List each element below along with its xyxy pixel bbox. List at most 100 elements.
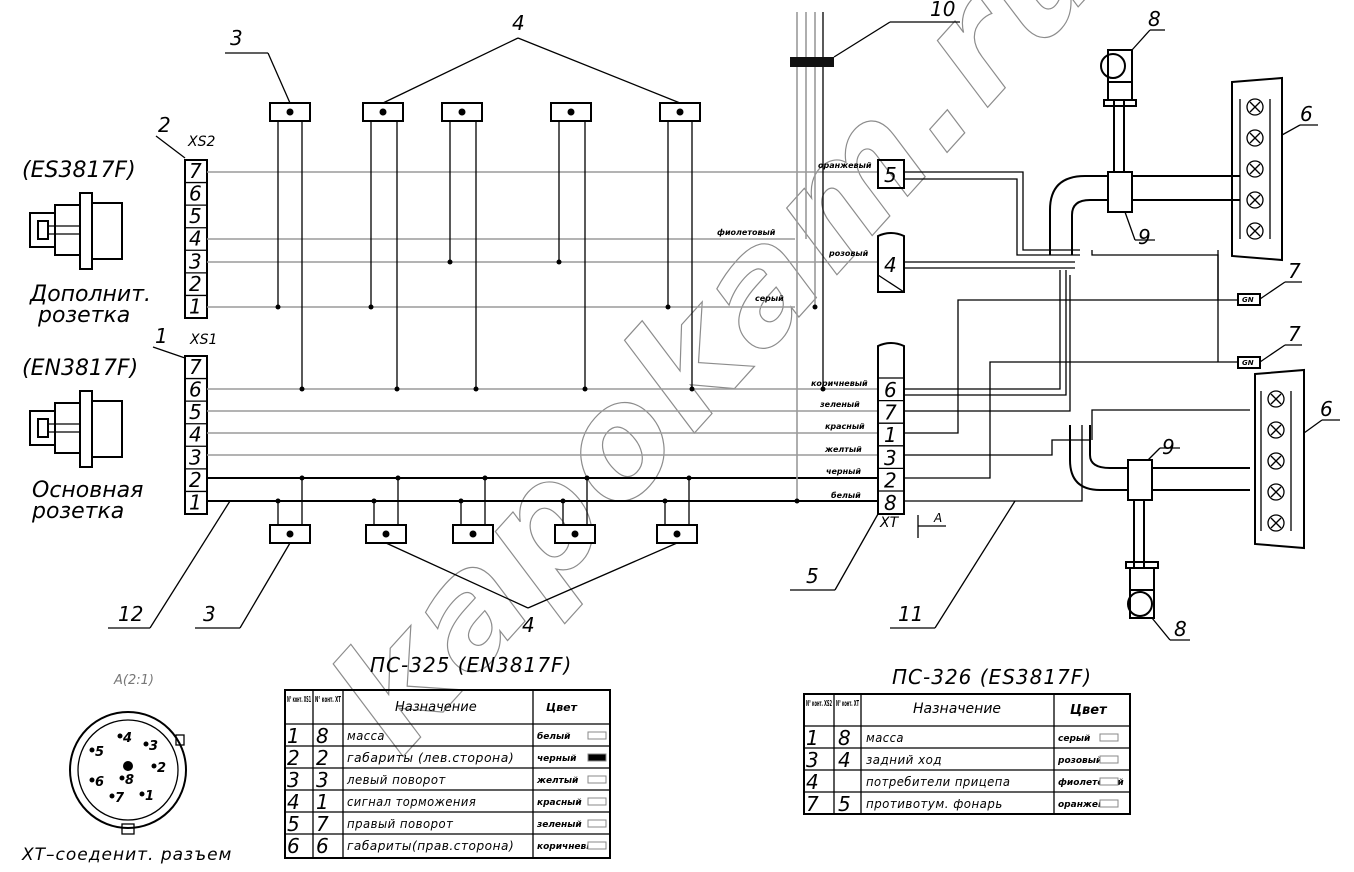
- table-cell: 4: [806, 770, 819, 794]
- table-ps325: ПС-325 (EN3817F) N° конт. XS1 N° конт. X…: [284, 653, 611, 859]
- table-cell: 3: [806, 748, 819, 772]
- sleeve-callout: 10: [930, 0, 955, 21]
- xs1-pin: 4: [189, 423, 202, 447]
- wires-upper: [207, 171, 878, 308]
- table-cell: 3: [287, 768, 300, 792]
- rear-light-bottom: 6: [1254, 368, 1340, 550]
- table-cell: 7: [806, 792, 819, 816]
- detail-pin: 6: [95, 775, 104, 790]
- table-cell-color: коричневый: [537, 842, 601, 852]
- table-cell-purpose: противотум. фонарь: [866, 797, 1003, 811]
- additional-socket-code: (ES3817F): [22, 158, 136, 183]
- color-swatch: [1099, 733, 1119, 742]
- wire-label-violet: фиолетовый: [717, 228, 776, 237]
- xs2-pin: 7: [189, 159, 202, 183]
- color-swatch: [1099, 799, 1119, 808]
- table-cell-color: зеленый: [536, 820, 582, 830]
- color-swatch: [1099, 777, 1119, 786]
- color-swatch: [587, 819, 607, 828]
- detail-caption: XT–соеденит. разъем: [21, 845, 232, 865]
- xs2-pin: 6: [189, 182, 202, 206]
- table-cell-purpose: правый поворот: [347, 817, 454, 831]
- table-cell: 2: [316, 746, 329, 770]
- table-ps325-h2: N° конт. XT: [315, 695, 341, 704]
- light-top-callout: 6: [1300, 102, 1313, 126]
- wire-label-yellow: желтый: [824, 445, 862, 454]
- xt-pin: 3: [884, 446, 897, 470]
- table-cell: 1: [287, 724, 300, 748]
- grommet-top-callout: 9: [1138, 225, 1151, 249]
- xs2-callout: 2: [158, 113, 171, 137]
- table-cell-purpose: задний ход: [866, 753, 942, 767]
- table-ps325-h1: N° конт. XS1: [287, 695, 311, 704]
- table-cell: 7: [316, 812, 329, 836]
- table-cell-color: белый: [537, 731, 571, 742]
- table-cell-purpose: сигнал торможения: [347, 795, 476, 809]
- xs1-pin: 5: [189, 400, 202, 424]
- table-cell-color: черный: [537, 754, 577, 764]
- detail-pin: 4: [122, 731, 132, 746]
- trunk-callout: 12: [118, 602, 143, 626]
- wire-label-gray: серый: [755, 294, 784, 303]
- lamp-bulb: [1246, 222, 1264, 240]
- xt-pin: 5: [884, 163, 897, 187]
- xt-label: XT: [879, 515, 900, 531]
- table-ps325-h4: Цвет: [546, 701, 578, 714]
- xt-pin: 4: [884, 253, 897, 277]
- harness-callout: 11: [898, 602, 923, 626]
- wire-label-brown: коричневый: [811, 379, 868, 388]
- detail-pin: 5: [95, 745, 104, 760]
- main-socket-code: (EN3817F): [22, 356, 138, 381]
- right-harness: 9 9: [904, 171, 1250, 502]
- wire-label-orange: оранжевый: [818, 161, 872, 170]
- rear-light-top: 6: [1231, 76, 1318, 262]
- xt-pin: 6: [884, 378, 897, 402]
- color-swatch: [587, 731, 607, 740]
- xs1-pin: 7: [189, 355, 202, 379]
- wires-lower: [207, 388, 878, 502]
- xt-pin: 7: [884, 401, 897, 425]
- wire-label-pink: розовый: [828, 249, 869, 258]
- bottom-clamps: 3 4 12: [108, 475, 698, 637]
- table-cell: 4: [838, 748, 851, 772]
- detail-pin: 3: [149, 739, 158, 754]
- table-cell: 1: [806, 726, 819, 750]
- xs2-pin: 4: [189, 227, 202, 251]
- table-cell-color: оранжевый: [1058, 800, 1119, 810]
- xs1-pin: 6: [189, 378, 202, 402]
- xs2-pin: 2: [189, 272, 202, 296]
- table-cell: 8: [316, 724, 329, 748]
- table-cell-color: фиолетовый: [1058, 778, 1124, 788]
- table-cell: 1: [316, 790, 329, 814]
- detail-pin: 2: [157, 761, 166, 776]
- xs1-pin: 1: [189, 490, 202, 514]
- table-ps325-title: ПС-325 (EN3817F): [370, 653, 572, 677]
- detail-pin: 7: [115, 791, 125, 806]
- color-swatch: [587, 797, 607, 806]
- sensor-2-callout: 7: [1288, 322, 1301, 346]
- light-bottom-callout: 6: [1320, 397, 1333, 421]
- lamp-bulb: [1246, 129, 1264, 147]
- top-clamps: 3 4: [225, 11, 701, 392]
- table-cell: 3: [316, 768, 329, 792]
- xs1-ref: XS1: [189, 332, 217, 348]
- table-ps326: ПС-326 (ES3817F) N° конт. XS2 N° конт. X…: [803, 665, 1131, 816]
- wire-label-white: белый: [831, 490, 861, 500]
- table-ps326-h4: Цвет: [1070, 703, 1108, 718]
- xt-pin: 1: [884, 423, 897, 447]
- xs1-callout: 1: [155, 324, 168, 348]
- reverse-lamp-bottom: 8: [1125, 500, 1190, 641]
- detail-pin: 8: [125, 773, 134, 788]
- lamp-top-callout: 8: [1148, 7, 1161, 31]
- xs2-ref: XS2: [187, 134, 215, 150]
- detail-pin: 1: [145, 789, 154, 804]
- table-cell-color: красный: [537, 798, 582, 808]
- wire-label-red: красный: [825, 422, 865, 431]
- xs2-pin: 5: [189, 204, 202, 228]
- xs2-pin: 3: [189, 249, 202, 273]
